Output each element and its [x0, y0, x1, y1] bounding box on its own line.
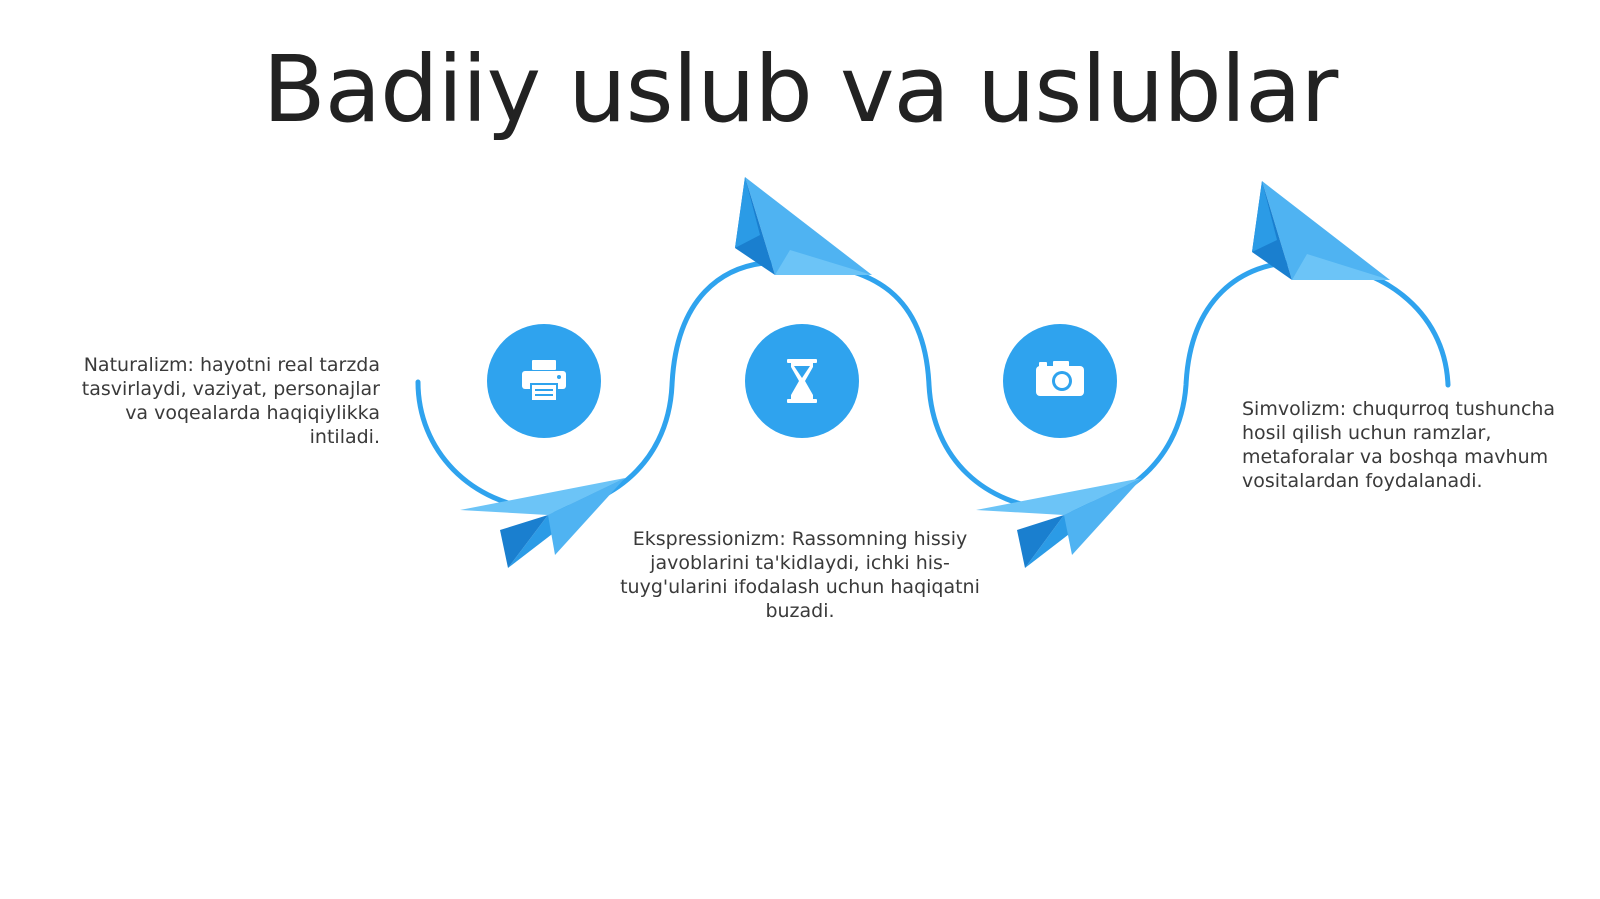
step-1-caption: Naturalizm: hayotni real tarzda tasvirla…	[81, 354, 380, 448]
paper-plane-2	[735, 177, 872, 275]
printer-icon	[522, 360, 566, 402]
hourglass-icon	[787, 359, 817, 403]
step-1-node	[487, 324, 601, 438]
paper-plane-4	[1252, 181, 1390, 280]
step-2-caption: Ekspressionizm: Rassomning hissiy javobl…	[620, 528, 980, 622]
paper-plane-1	[460, 478, 625, 568]
step-2-node	[745, 324, 859, 438]
step-3-caption: Simvolizm: chuqurroq tushuncha hosil qil…	[1242, 398, 1556, 492]
slide-title: Badiiy uslub va uslublar	[262, 36, 1339, 143]
camera-icon	[1036, 361, 1084, 396]
paper-plane-3	[976, 478, 1142, 568]
step-3-node	[1003, 324, 1117, 438]
